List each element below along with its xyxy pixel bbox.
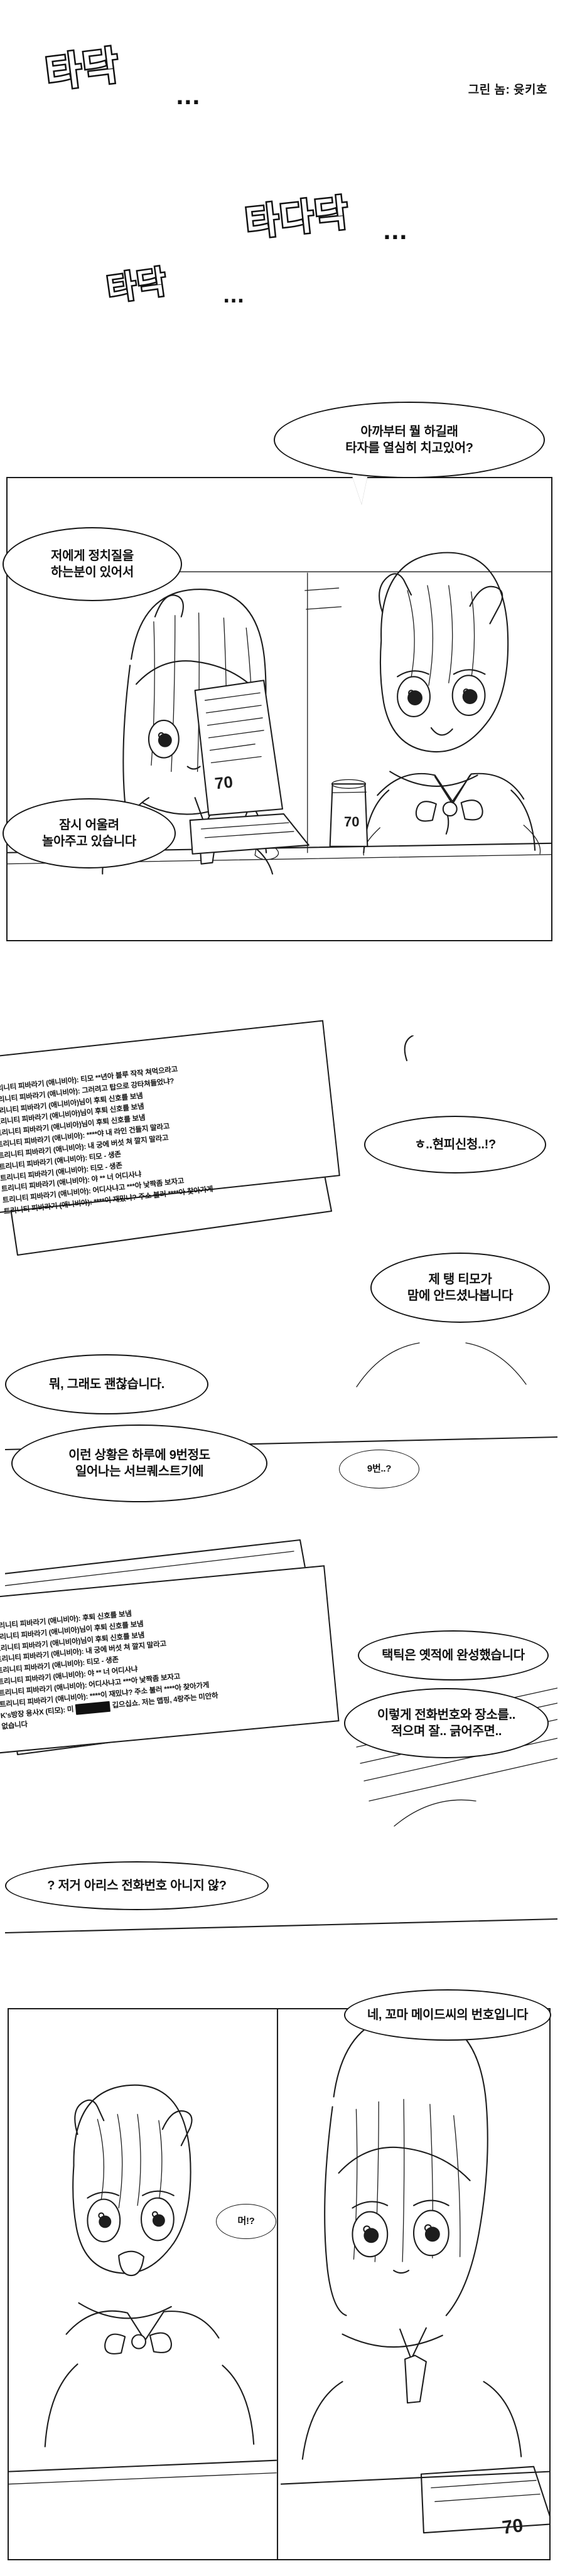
bubble-maid-aris-question: ? 저거 아리스 전화번호 아니지 않?	[5, 1861, 269, 1910]
bubble-maid-question: 아까부터 뭘 하길래 타자를 열심히 치고있어?	[274, 402, 545, 478]
bubble-maid-shock: ㅎ..현피신청..!?	[364, 1116, 546, 1173]
bubble-girl-timo: 제 탱 티모가 맘에 안드셨나봅니다	[370, 1253, 550, 1323]
sfx-dots-1: ...	[176, 85, 200, 110]
bubble-girl-its-fine-text: 뭐, 그래도 괜찮습니다.	[49, 1377, 164, 1391]
bubble-girl-answer: 네, 꼬마 메이드씨의 번호입니다	[344, 1989, 551, 2041]
bubble-maid-what-text: 머!?	[237, 2216, 255, 2227]
can-badge-number: 70	[344, 814, 360, 830]
bubble-girl-subquest-text: 이런 상황은 하루에 9번정도 일어나는 서브퀘스트기에	[68, 1448, 210, 1478]
bubble-girl-reply-1: 저에게 정치질을 하는분이 있어서	[3, 527, 182, 601]
bubble-girl-subquest: 이런 상황은 하루에 9번정도 일어나는 서브퀘스트기에	[11, 1424, 267, 1502]
bubble-girl-address-text: 이렇게 전화번호와 장소를.. 적으며 잘.. 긁어주면..	[377, 1708, 516, 1738]
sfx-text-2: 타다닥	[242, 190, 353, 246]
author-credit: 그린 놈: 윳키호	[468, 83, 547, 97]
bubble-maid-nine-text: 9번..?	[367, 1463, 392, 1475]
laptop-badge-number: 70	[213, 772, 234, 793]
panel-1-artwork	[8, 552, 551, 875]
bubble-girl-answer-text: 네, 꼬마 메이드씨의 번호입니다	[367, 2007, 529, 2022]
bubble-maid-nine: 9번..?	[339, 1450, 419, 1488]
bubble-maid-what: 머!?	[216, 2204, 276, 2239]
bubble-maid-aris-question-text: ? 저거 아리스 전화번호 아니지 않?	[47, 1878, 227, 1893]
sfx-dots-2: ...	[383, 220, 407, 245]
sfx-text-1: 타닥	[41, 41, 124, 99]
bubble-girl-reply-2: 잠시 어울려 놀아주고 있습니다	[3, 798, 176, 868]
panel-4: 70	[8, 2008, 551, 2560]
bubble-girl-timo-text: 제 탱 티모가 맘에 안드셨나봅니다	[407, 1272, 514, 1303]
sfx-dots-3: ...	[223, 286, 245, 307]
sfx-text-3: 타닥	[103, 262, 171, 309]
bubble-girl-address: 이렇게 전화번호와 장소를.. 적으며 잘.. 긁어주면..	[344, 1688, 549, 1758]
bubble-maid-question-text: 아까부터 뭘 하길래 타자를 열심히 치고있어?	[345, 424, 473, 455]
bubble-maid-question-tail	[352, 474, 368, 505]
bubble-girl-reply-1-text: 저에게 정치질을 하는분이 있어서	[51, 548, 134, 579]
panel4-laptop-badge-number: 70	[500, 2515, 524, 2538]
bubble-girl-done-text: 택틱은 옛적에 완성했습니다	[382, 1648, 525, 1662]
panel-4-artwork	[9, 2009, 549, 2559]
bubble-maid-shock-text: ㅎ..현피신청..!?	[414, 1137, 496, 1152]
bubble-girl-reply-2-text: 잠시 어울려 놀아주고 있습니다	[41, 818, 137, 848]
bubble-girl-its-fine: 뭐, 그래도 괜찮습니다.	[5, 1354, 208, 1414]
bubble-girl-done: 택틱은 옛적에 완성했습니다	[358, 1630, 549, 1681]
